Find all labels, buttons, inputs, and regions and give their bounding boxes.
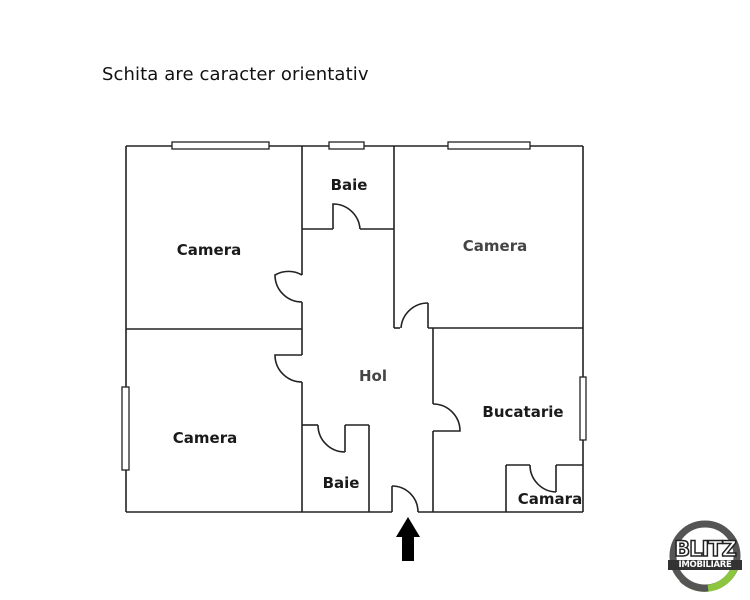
logo-text-blitz: BLITZ <box>673 536 737 562</box>
arrow-up-icon <box>396 517 420 561</box>
logo-ring-icon <box>669 520 741 592</box>
room-label-camera-top-left: Camera <box>176 241 242 259</box>
room-label-hol: Hol <box>358 367 388 385</box>
logo-text-imobiliare: IMOBILIARE <box>668 560 742 570</box>
windows <box>121 141 587 471</box>
blitz-imobiliare-logo: BLITZ IMOBILIARE <box>668 519 742 593</box>
window-baie-top <box>328 141 365 150</box>
room-label-bucatarie: Bucatarie <box>482 403 564 421</box>
room-label-camera-bottom-left: Camera <box>172 429 238 447</box>
plan-disclaimer-title: Schita are caracter orientativ <box>102 64 369 85</box>
room-label-baie-top: Baie <box>330 176 368 194</box>
room-label-camera-top-right: Camera <box>462 237 528 255</box>
window-camera-top-right <box>447 141 531 150</box>
window-camera-bottom-left <box>121 386 130 471</box>
window-bucatarie <box>579 376 587 441</box>
room-label-camara: Camara <box>517 490 583 508</box>
window-camera-top-left <box>171 141 270 150</box>
room-label-baie-bottom: Baie <box>322 474 360 492</box>
